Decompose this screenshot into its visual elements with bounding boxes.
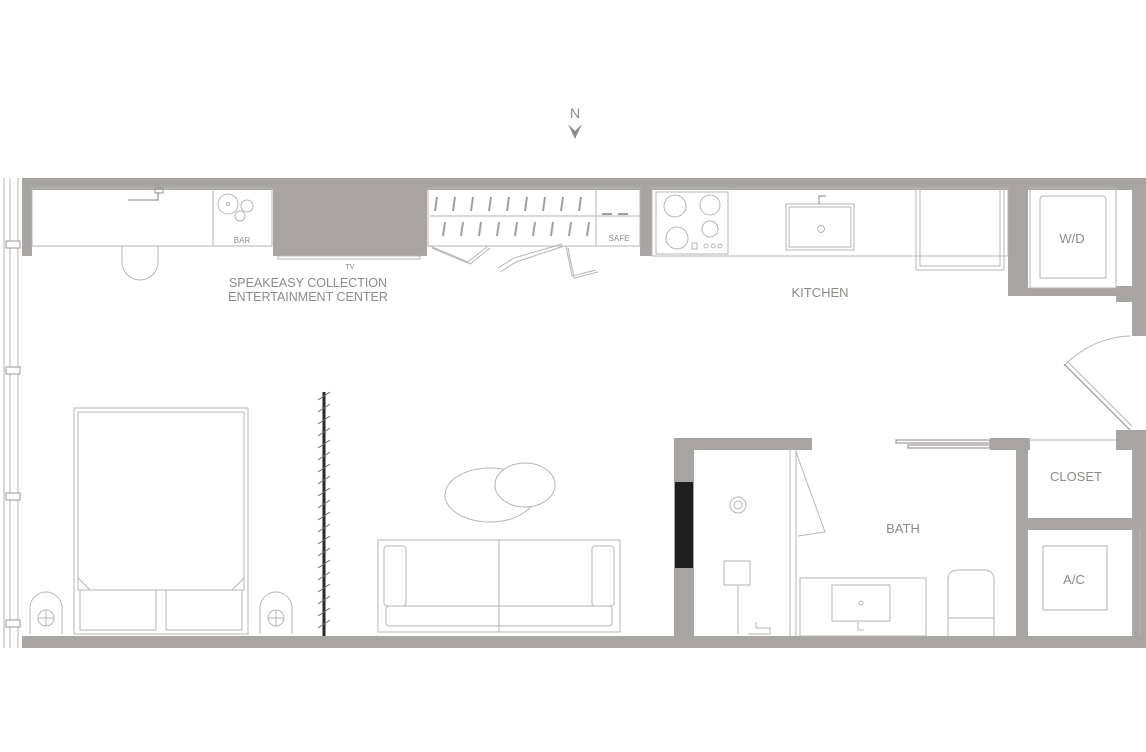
bath-wall-right <box>1016 438 1028 636</box>
bath-wall-top <box>674 438 812 450</box>
room-divider-screen <box>317 391 331 636</box>
north-wall <box>22 178 1146 190</box>
coffee-tables <box>444 462 556 523</box>
wd-label: W/D <box>1059 231 1084 246</box>
wd-wall-left <box>1008 188 1028 296</box>
bath-label: BATH <box>886 521 920 536</box>
south-wall <box>22 636 1146 648</box>
wd-wall-right <box>1116 286 1132 302</box>
wardrobe: SAFE <box>427 187 641 279</box>
washer-dryer: W/D <box>1029 187 1117 289</box>
wd-wall-bottom <box>1008 288 1116 296</box>
north-compass: N <box>568 105 582 139</box>
tv: TV <box>277 255 421 271</box>
north-label: N <box>570 105 580 121</box>
bath-fixtures: BATH <box>723 439 995 637</box>
ac-label: A/C <box>1063 572 1085 587</box>
safe-label: SAFE <box>609 234 630 243</box>
entertainment-label-line2: ENTERTAINMENT CENTER <box>228 290 388 304</box>
sofa <box>377 539 621 633</box>
kitchen-label: KITCHEN <box>791 285 848 300</box>
bar-label: BAR <box>234 236 251 245</box>
north-arrow-icon <box>568 124 582 139</box>
closet-wall-top <box>1116 430 1132 450</box>
entertainment-block <box>273 188 427 256</box>
closet-label: CLOSET <box>1050 469 1102 484</box>
closet-ac-divider <box>1016 518 1132 530</box>
ac-unit: A/C <box>1042 530 1141 636</box>
bar-counter: BAR <box>31 187 273 281</box>
walls <box>22 178 1146 648</box>
bath-dark-panel <box>675 482 693 568</box>
closet: CLOSET <box>1028 439 1116 484</box>
west-wall-stub <box>22 178 32 256</box>
bed <box>29 407 293 635</box>
west-window <box>3 178 21 648</box>
entry-door <box>1063 335 1133 431</box>
kitchen-partition <box>640 188 652 256</box>
east-wall-upper <box>1132 178 1146 336</box>
east-wall-lower <box>1132 430 1146 648</box>
tv-label: TV <box>346 264 355 271</box>
entertainment-label-line1: SPEAKEASY COLLECTION <box>229 276 387 290</box>
kitchen-counter: KITCHEN <box>651 187 1009 300</box>
